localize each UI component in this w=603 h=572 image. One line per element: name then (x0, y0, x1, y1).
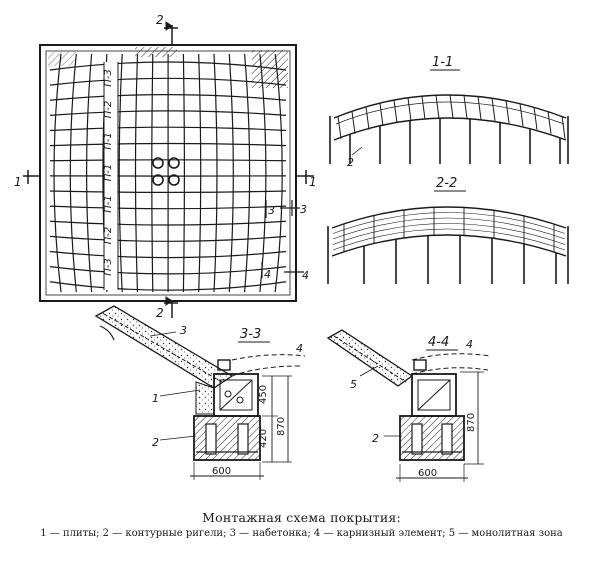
dim-600-a: 600 (212, 466, 231, 477)
cut-4-label-inner: 4 (264, 268, 271, 281)
dim-600-b: 600 (418, 468, 437, 479)
cut-2-bottom-arrow (165, 296, 173, 306)
opening-circle (168, 174, 180, 186)
hatch-corner-tr (252, 50, 288, 88)
slab-rib-line (213, 53, 218, 293)
section-rib (547, 111, 552, 134)
dim-420-a: 420 (258, 429, 269, 448)
slab-rib-line (243, 53, 251, 293)
contour-beam (193, 415, 261, 461)
plan-cut-markers: 2 2 1 1 3 3 4 4 (14, 13, 317, 320)
panel-labels: П-3П-2П-1П-1П-1П-2П-3 (103, 69, 114, 276)
dim-870-a: 870 (276, 417, 287, 436)
cut-2-top-arrow (165, 21, 173, 31)
opening-circle (152, 174, 164, 186)
contour-beam-4 (399, 415, 465, 461)
slab-rib-line (69, 53, 77, 293)
section-rib (477, 96, 482, 120)
section-rib (505, 100, 510, 124)
central-openings (152, 157, 180, 186)
panel-label: П-1 (103, 195, 114, 213)
cut-3-label-inner: 3 (268, 204, 275, 217)
panel-label: П-1 (103, 164, 114, 182)
section-rib (393, 100, 398, 124)
opening-circle (168, 157, 180, 169)
panel-label: П-1 (103, 132, 114, 150)
section-rib (365, 106, 370, 130)
slab-rib-line (86, 53, 93, 293)
cut-3-label-right: 3 (300, 203, 307, 216)
dim-870-b: 870 (466, 413, 477, 432)
plan-slab-ribs (53, 53, 283, 293)
section-rib (435, 95, 440, 119)
cut-1-right-label: 1 (309, 175, 317, 189)
caption-title: Монтажная схема покрытия: (202, 510, 401, 525)
section-slab-line (332, 212, 566, 234)
detail-3-3-callout-3: 3 (180, 324, 187, 337)
section-2-2-title: 2-2 (436, 176, 457, 191)
section-rib (421, 96, 426, 120)
panel-label: П-2 (103, 227, 114, 245)
section-slab-line (332, 223, 566, 245)
section-1-1-title: 1-1 (432, 55, 453, 70)
cut-2-bottom-label: 2 (156, 306, 164, 320)
slab-rib-line (53, 53, 62, 293)
panel-label-strip (104, 62, 118, 290)
slab-rib-line (151, 53, 154, 293)
slab-rib-line (118, 53, 123, 293)
section-rib (561, 116, 566, 139)
slab-sloped (94, 305, 234, 389)
detail-3-3: 3-3 450 420 870 600 (94, 305, 306, 480)
section-1-1: 1-1 2 (329, 55, 569, 169)
roof-plan (39, 44, 297, 302)
cut-4-label-right: 4 (302, 269, 309, 282)
detail-4-4-title: 4-4 (428, 335, 449, 350)
section-rib (407, 97, 412, 121)
slab-rib-line (198, 53, 202, 293)
detail-4-4: 4-4 870 600 5 2 4 (326, 329, 491, 482)
section-rib (379, 103, 384, 127)
slab-rib-line (259, 53, 267, 293)
slab-rib-line (228, 53, 234, 293)
slab-rib-line (274, 53, 283, 293)
section-rib (351, 111, 356, 134)
slab-rib-line (134, 53, 139, 293)
hatch-top (135, 47, 177, 57)
section-slab-line (332, 228, 566, 251)
section-1-1-callout-2: 2 (347, 156, 354, 169)
section-rib (449, 94, 454, 119)
detail-3-3-callout-2: 2 (152, 436, 159, 449)
hatch-corner-tl (48, 52, 76, 66)
section-rib (463, 95, 468, 119)
slab-sloped-4 (326, 329, 414, 387)
dim-450: 450 (258, 385, 269, 404)
panel-label: П-2 (103, 101, 114, 119)
cut-2-top-label: 2 (156, 13, 164, 27)
detail-3-3-callout-4: 4 (296, 342, 303, 355)
slab-rib-line (182, 53, 185, 293)
panel-label: П-3 (103, 258, 114, 276)
monolithic-zone (195, 381, 215, 415)
diagram-canvas: П-3П-2П-1П-1П-1П-2П-3 2 2 1 1 3 3 4 4 1-… (14, 13, 569, 482)
section-slab-line (332, 217, 566, 240)
cut-1-left-label: 1 (14, 175, 22, 189)
section-2-2: 2-2 (327, 176, 569, 284)
detail-3-3-callout-1: 1 (152, 392, 159, 405)
anchor-block (217, 359, 231, 371)
section-rib (519, 103, 524, 127)
opening-circle (152, 157, 164, 169)
detail-4-4-callout-2: 2 (372, 432, 379, 445)
detail-3-3-title: 3-3 (240, 327, 261, 342)
detail-4-4-callout-5: 5 (350, 378, 357, 391)
section-rib (533, 106, 538, 130)
figure-caption: Монтажная схема покрытия: 1 — плиты; 2 —… (0, 510, 603, 540)
section-rib (337, 116, 342, 139)
caption-legend: 1 — плиты; 2 — контурные ригели; 3 — наб… (40, 528, 563, 539)
panel-label: П-3 (103, 69, 114, 87)
detail-4-4-callout-4: 4 (466, 338, 473, 351)
section-rib (491, 97, 496, 121)
